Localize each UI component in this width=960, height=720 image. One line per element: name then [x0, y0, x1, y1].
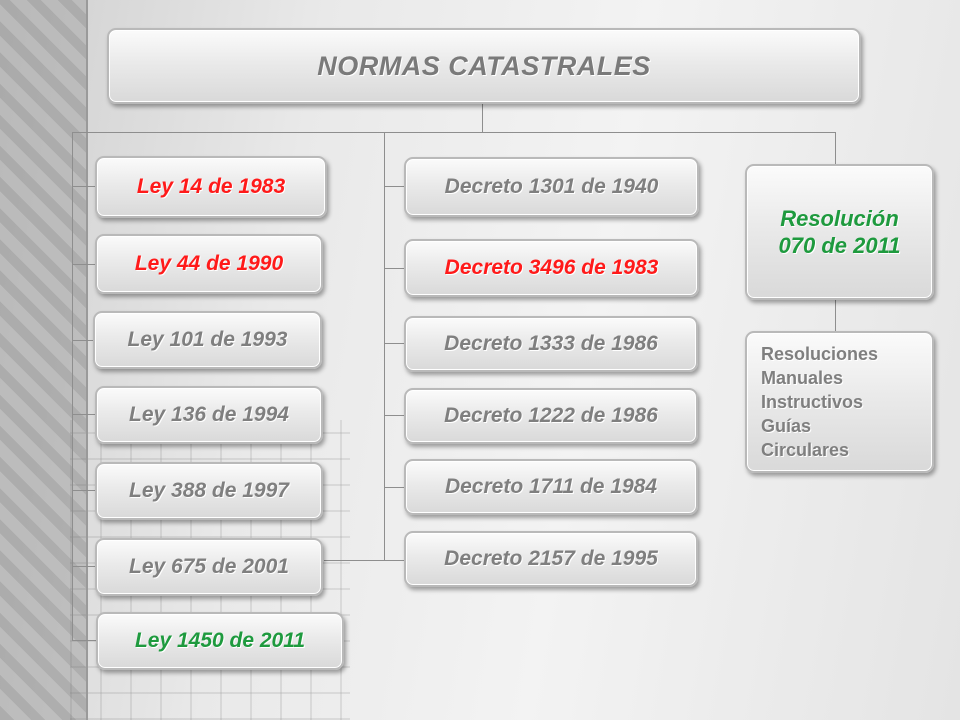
connector-ley-2 [72, 264, 96, 265]
connector-ley-5 [72, 490, 96, 491]
connector-ley-4 [72, 414, 96, 415]
connector-decreto-1 [384, 186, 404, 187]
otros-item-3: Instructivos [761, 392, 864, 412]
decreto-box-2: Decreto 3496 de 1983 [404, 239, 699, 297]
connector-horizontal-main [72, 132, 835, 133]
connector-decreto-4 [384, 415, 404, 416]
connector-decretos-vertical [384, 132, 385, 560]
connector-ley-6 [72, 566, 96, 567]
otros-item-2: Manuales [761, 368, 844, 388]
otros-item-1: Resoluciones [761, 344, 879, 364]
decreto-box-3: Decreto 1333 de 1986 [404, 316, 698, 372]
decreto-box-5: Decreto 1711 de 1984 [404, 459, 698, 515]
connector-ley-7 [72, 640, 96, 641]
ley-box-1: Ley 14 de 1983 [95, 156, 327, 218]
ley-box-7: Ley 1450 de 2011 [96, 612, 344, 670]
ley-box-6: Ley 675 de 2001 [95, 538, 323, 596]
background-pattern [0, 0, 86, 720]
otros-documentos-box: Resoluciones Manuales Instructivos Guías… [745, 331, 934, 473]
connector-title-down [482, 102, 483, 132]
connector-decreto-6 [324, 560, 404, 561]
ley-box-5: Ley 388 de 1997 [95, 462, 323, 520]
connector-decreto-5 [384, 487, 404, 488]
ley-box-4: Ley 136 de 1994 [95, 386, 323, 444]
otros-item-5: Circulares [761, 440, 850, 460]
resolucion-line-1: Resolución [780, 206, 899, 231]
background-divider [86, 0, 88, 720]
decreto-box-1: Decreto 1301 de 1940 [404, 157, 699, 217]
connector-ley-3 [72, 340, 96, 341]
connector-decreto-3 [384, 343, 404, 344]
connector-decreto-2 [384, 268, 404, 269]
resolucion-box: Resolución 070 de 2011 [745, 164, 934, 300]
decreto-box-4: Decreto 1222 de 1986 [404, 388, 698, 444]
connector-leyes-vertical [72, 132, 73, 640]
decreto-box-6: Decreto 2157 de 1995 [404, 531, 698, 587]
ley-box-3: Ley 101 de 1993 [93, 311, 322, 369]
connector-resolucion-vertical [835, 132, 836, 164]
connector-resolucion-otros [835, 300, 836, 332]
otros-item-4: Guías [761, 416, 812, 436]
ley-box-2: Ley 44 de 1990 [95, 234, 323, 294]
diagram-title: NORMAS CATASTRALES [107, 28, 861, 104]
connector-ley-1 [72, 186, 96, 187]
resolucion-line-2: 070 de 2011 [778, 233, 901, 258]
